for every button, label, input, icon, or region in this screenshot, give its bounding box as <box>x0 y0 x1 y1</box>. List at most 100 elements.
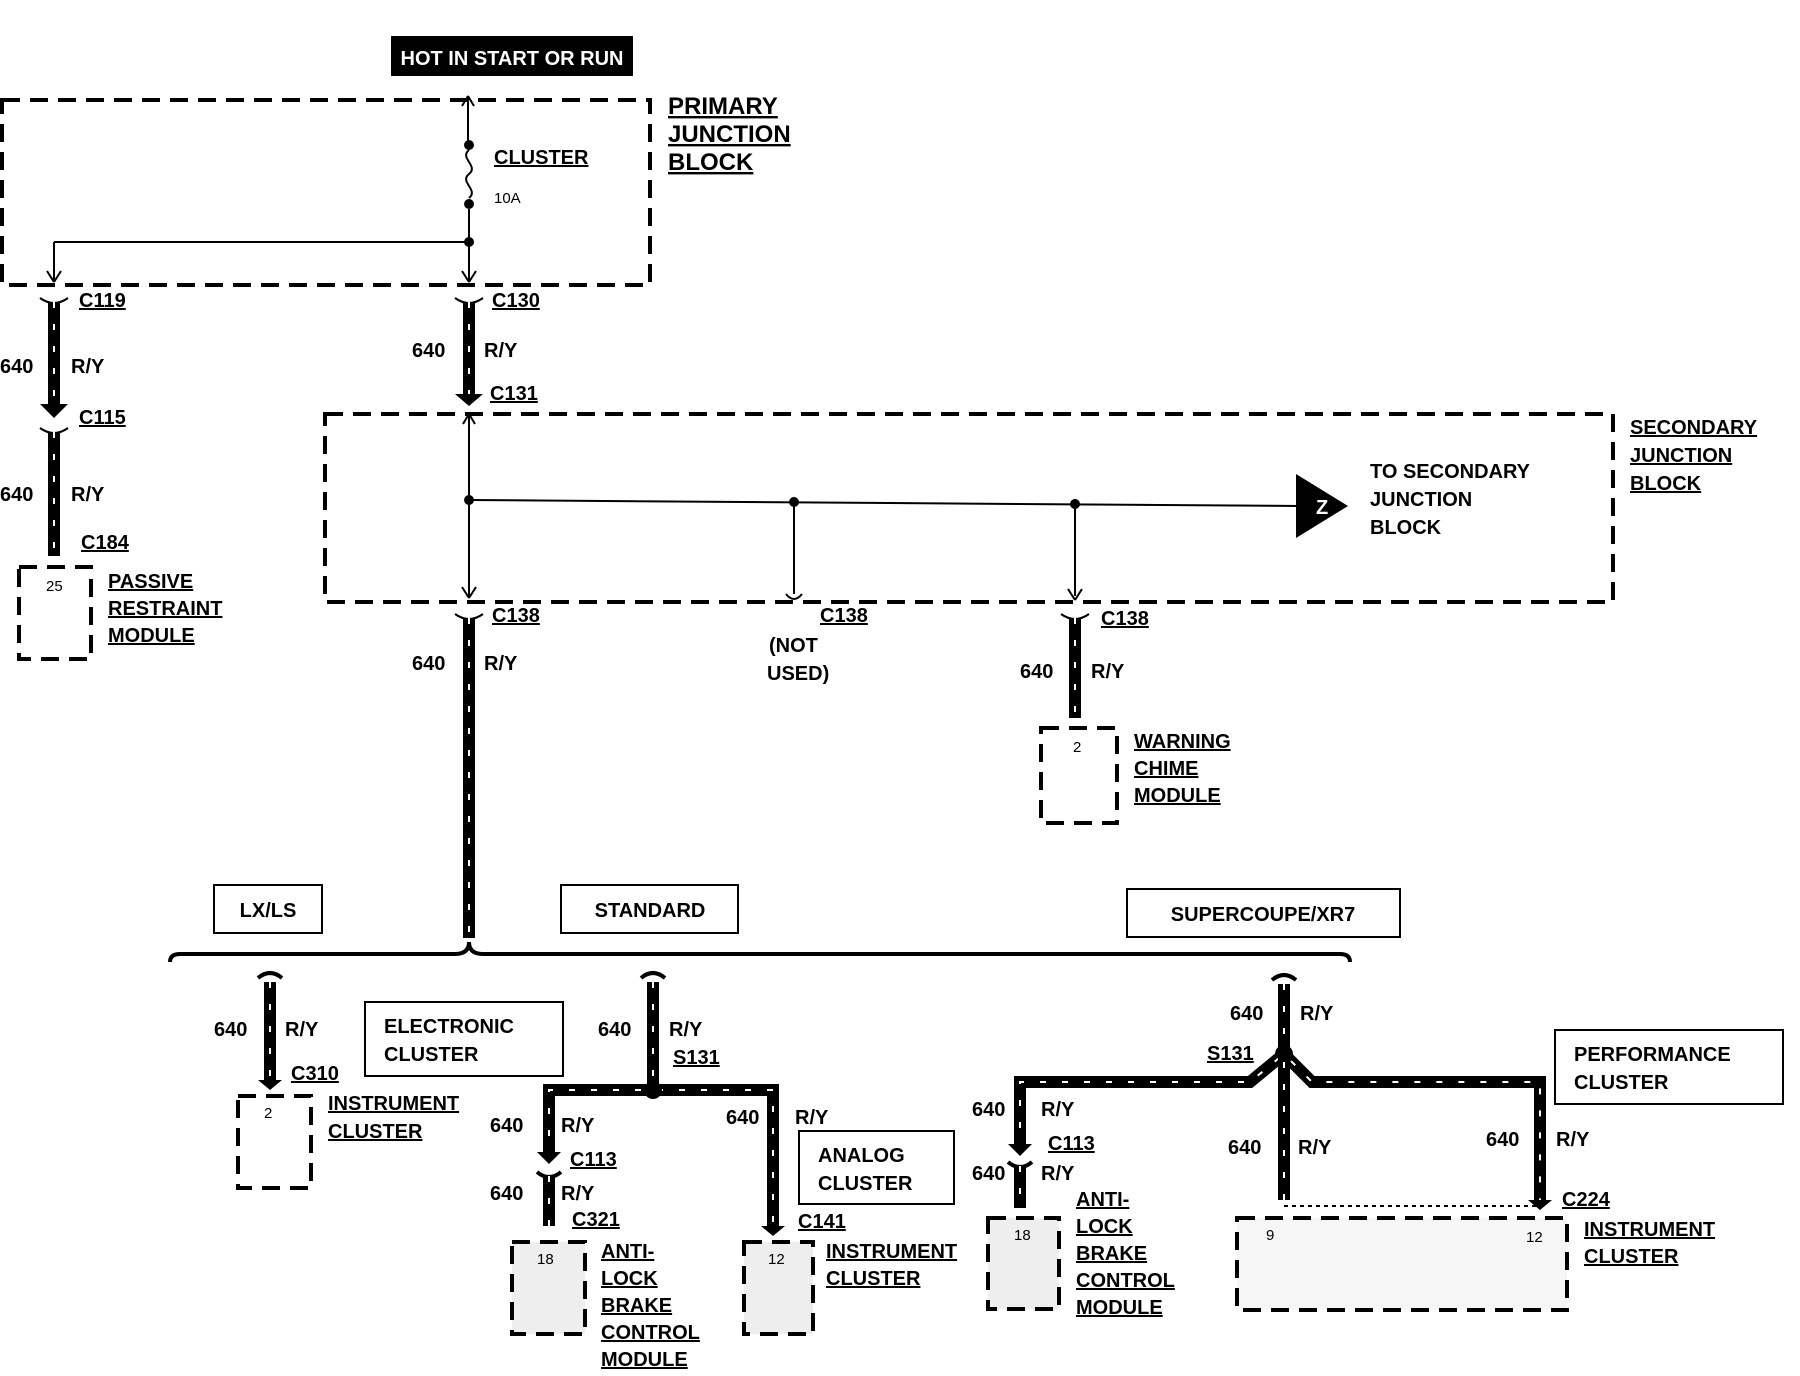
connector-c119: C119 <box>79 290 126 312</box>
hot-label: HOT IN START OR RUN <box>401 48 624 70</box>
connector-c310: C310 <box>291 1063 339 1085</box>
wire-color-label: R/Y <box>484 340 518 362</box>
connector-c321: C321 <box>572 1209 620 1231</box>
variant-bracket <box>168 941 1352 963</box>
wire-color-label: R/Y <box>484 653 518 675</box>
hot-label-box <box>391 36 633 76</box>
abs-supercoupe-label-5: MODULE <box>1076 1297 1163 1319</box>
primary-junction-label-1: PRIMARY <box>668 93 778 120</box>
variant-supercoupe-box <box>1126 888 1401 938</box>
connector-c115: C115 <box>79 407 126 429</box>
connector-c141: C141 <box>798 1211 846 1233</box>
instrument-cluster-performance-box <box>1235 1216 1569 1312</box>
wire-circuit-label: 640 <box>490 1115 523 1137</box>
electronic-cluster-label-2: CLUSTER <box>384 1044 479 1066</box>
arrow-letter: Z <box>1316 497 1328 519</box>
abs-module-supercoupe-box <box>986 1216 1061 1311</box>
electronic-cluster-label-1: ELECTRONIC <box>384 1016 514 1038</box>
wire-circuit-label: 640 <box>1486 1129 1519 1151</box>
wire-circuit-label: 640 <box>214 1019 247 1041</box>
wire-color-label: R/Y <box>1041 1163 1075 1185</box>
wire-color-label: R/Y <box>669 1019 703 1041</box>
wire-circuit-label: 640 <box>412 340 445 362</box>
variant-standard-box <box>560 884 739 934</box>
passive-restraint-label-2: RESTRAINT <box>108 598 222 620</box>
connector-not-used <box>785 593 803 600</box>
to-secondary-label-2: JUNCTION <box>1370 489 1472 511</box>
wire-color-label: R/Y <box>795 1107 829 1129</box>
abs-supercoupe-label-2: LOCK <box>1076 1216 1133 1238</box>
instrument-cluster-standard-label-2: CLUSTER <box>826 1268 921 1290</box>
module-pin: 12 <box>768 1251 785 1268</box>
module-pin: 2 <box>1073 739 1081 756</box>
fuse-icon <box>465 149 473 199</box>
not-used-label-2: USED) <box>767 663 829 685</box>
wire-color-label: R/Y <box>1556 1129 1590 1151</box>
wire-color-label: R/Y <box>1298 1137 1332 1159</box>
connector-s131: S131 <box>1207 1043 1254 1065</box>
wire-color-label: R/Y <box>71 484 105 506</box>
wire-circuit-label: 640 <box>972 1163 1005 1185</box>
variant-lxls-box <box>213 884 323 934</box>
primary-junction-block <box>0 98 652 287</box>
wire-color-label: R/Y <box>561 1115 595 1137</box>
performance-cluster-label-1: PERFORMANCE <box>1574 1044 1731 1066</box>
wire-circuit-label: 640 <box>1020 661 1053 683</box>
wire-circuit-label: 640 <box>0 484 33 506</box>
fuse-terminal-bottom <box>464 199 474 209</box>
wire-circuit-label: 640 <box>412 653 445 675</box>
connector-c184: C184 <box>81 532 130 554</box>
performance-cluster-label-2: CLUSTER <box>1574 1072 1669 1094</box>
abs-standard-label-5: MODULE <box>601 1349 688 1371</box>
primary-junction-label-3: BLOCK <box>668 149 754 176</box>
analog-cluster-label-2: CLUSTER <box>818 1173 913 1195</box>
wire-color-label: R/Y <box>1041 1099 1075 1121</box>
abs-supercoupe-label-3: BRAKE <box>1076 1243 1147 1265</box>
instrument-cluster-electronic-box <box>236 1094 313 1190</box>
module-pin: 12 <box>1526 1229 1543 1246</box>
wire-circuit-label: 640 <box>1230 1003 1263 1025</box>
instrument-cluster-performance-label-2: CLUSTER <box>1584 1246 1679 1268</box>
instrument-cluster-standard-box <box>742 1240 815 1336</box>
fuse-terminal-top <box>464 140 474 150</box>
warning-chime-label-1: WARNING <box>1134 731 1231 753</box>
instrument-cluster-label-1: INSTRUMENT <box>328 1093 459 1115</box>
connector-c131: C131 <box>490 383 538 405</box>
wire-color-label: R/Y <box>285 1019 319 1041</box>
connector-c113: C113 <box>570 1149 617 1171</box>
warning-chime-label-2: CHIME <box>1134 758 1198 780</box>
passive-restraint-module-box <box>17 565 93 661</box>
passive-restraint-label-1: PASSIVE <box>108 571 193 593</box>
to-secondary-label-1: TO SECONDARY <box>1370 461 1531 483</box>
electronic-cluster-box <box>364 1001 564 1077</box>
connector-c138: C138 <box>492 605 540 627</box>
module-pin: 25 <box>46 578 63 595</box>
wire-circuit-label: 640 <box>726 1107 759 1129</box>
primary-junction-label-2: JUNCTION <box>668 121 791 148</box>
abs-standard-label-2: LOCK <box>601 1268 658 1290</box>
module-pin: 2 <box>264 1105 272 1122</box>
warning-chime-label-3: MODULE <box>1134 785 1221 807</box>
secondary-junction-label-1: SECONDARY <box>1630 417 1758 439</box>
module-pin: 18 <box>537 1251 554 1268</box>
connector-c138: C138 <box>1101 608 1149 630</box>
wire-color-label: R/Y <box>1300 1003 1334 1025</box>
variant-lxls: LX/LS <box>240 900 297 922</box>
performance-cluster-box <box>1554 1029 1784 1105</box>
wire-color-label: R/Y <box>1091 661 1125 683</box>
wire-color-label: R/Y <box>71 356 105 378</box>
variant-supercoupe: SUPERCOUPE/XR7 <box>1171 904 1356 926</box>
variant-standard: STANDARD <box>595 900 706 922</box>
secondary-junction-label-3: BLOCK <box>1630 473 1702 495</box>
to-secondary-label-3: BLOCK <box>1370 517 1442 539</box>
wire-circuit-label: 640 <box>0 356 33 378</box>
module-pin: 9 <box>1266 1227 1274 1244</box>
abs-standard-label-1: ANTI- <box>601 1241 654 1263</box>
not-used-label-1: (NOT <box>769 635 818 657</box>
connector-s131: S131 <box>673 1047 720 1069</box>
abs-standard-label-4: CONTROL <box>601 1322 700 1344</box>
passive-restraint-label-3: MODULE <box>108 625 195 647</box>
abs-standard-label-3: BRAKE <box>601 1295 672 1317</box>
wire-circuit-label: 640 <box>972 1099 1005 1121</box>
